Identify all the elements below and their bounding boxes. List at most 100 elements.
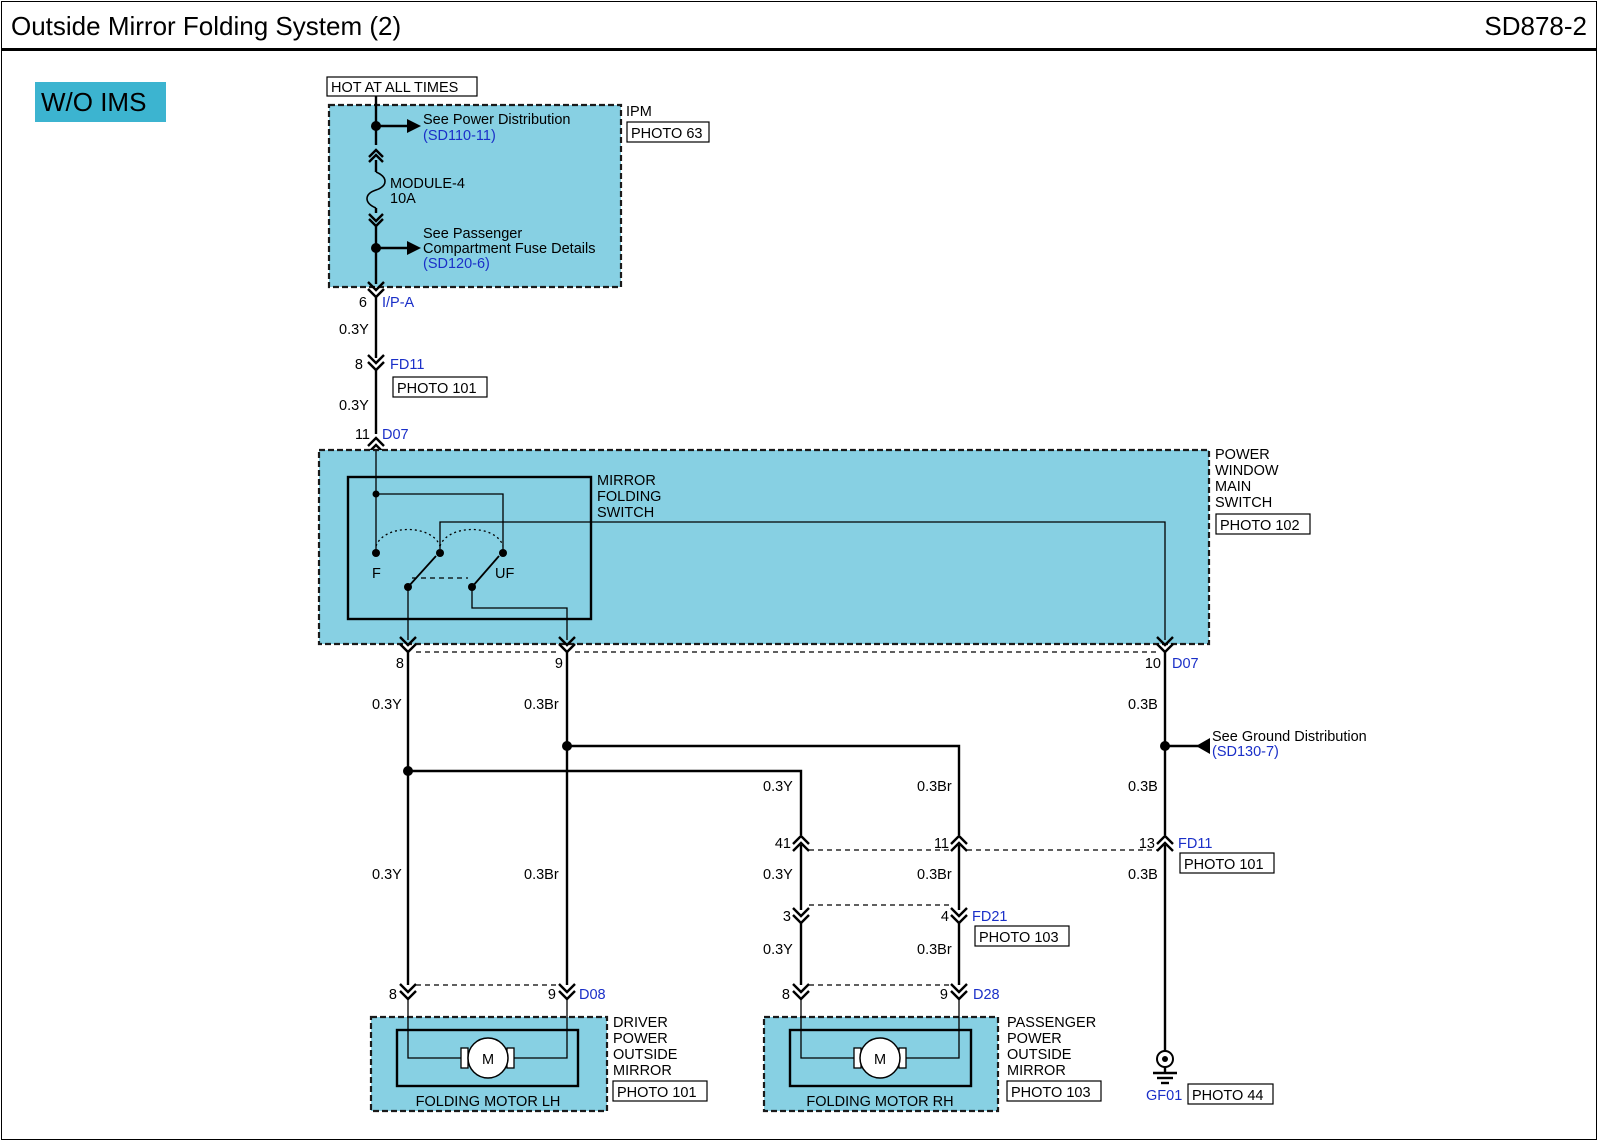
- driver-photo: PHOTO 101: [617, 1085, 697, 1101]
- wire-label-y-3: 0.3Y: [372, 697, 402, 713]
- switch-arc-right: [439, 528, 504, 547]
- folding-motor-lh-name: FOLDING MOTOR LH: [416, 1094, 561, 1110]
- wire-label-br-3: 0.3Br: [917, 779, 952, 795]
- d28-name: D28: [973, 987, 1000, 1003]
- power-window-main-switch-block: [317, 448, 1211, 646]
- motor-lh-lead-left: [407, 999, 461, 1059]
- switch-pos-f: F: [372, 566, 381, 582]
- power-dist-arrow-icon: [407, 119, 421, 133]
- pwm-label-2: WINDOW: [1215, 463, 1279, 479]
- see-ground-ref[interactable]: (SD130-7): [1212, 744, 1279, 760]
- fd11-top-name: FD11: [390, 357, 424, 373]
- switch-lever-left: [407, 555, 437, 588]
- d08-name: D08: [579, 987, 606, 1003]
- gf01-photo-box: [1187, 1083, 1274, 1105]
- switch-arc-left: [375, 528, 441, 547]
- folding-motor-lh-box: [395, 1028, 580, 1088]
- switch-pos-uf: UF: [495, 566, 514, 582]
- driver-photo-box: [612, 1080, 708, 1102]
- d08-pin9: 9: [548, 987, 556, 1003]
- pwm-label-1: POWER: [1215, 447, 1270, 463]
- fd21-pin3-connector-icon: [791, 906, 811, 925]
- diagram-code: SD878-2: [1484, 11, 1587, 41]
- gf01-photo: PHOTO 44: [1192, 1088, 1263, 1104]
- passenger-label-4: MIRROR: [1007, 1063, 1066, 1079]
- motor-rh-symbol: M: [874, 1052, 886, 1068]
- title-bar: Outside Mirror Folding System (2) SD878-…: [1, 1, 1597, 51]
- fd11-top-photo-box: [392, 376, 488, 398]
- fuse-icon: [366, 171, 386, 209]
- fd21-photo-box: [974, 925, 1070, 947]
- fd11-top-pin: 8: [355, 357, 363, 373]
- d28-pin9: 9: [940, 987, 948, 1003]
- wire-label-y-5: 0.3Y: [763, 779, 793, 795]
- mirror-switch-label-3: SWITCH: [597, 505, 654, 521]
- wire-label-b-3: 0.3B: [1128, 867, 1158, 883]
- d07-top-pin: 11: [355, 427, 370, 443]
- switch-out-9: [471, 587, 568, 640]
- wire-label-br-1: 0.3Br: [524, 697, 559, 713]
- mirror-switch-label-2: FOLDING: [597, 489, 661, 505]
- fd11-top-photo: PHOTO 101: [397, 381, 477, 397]
- fd11-pin13: 13: [1139, 836, 1155, 852]
- ipm-photo-box: [626, 121, 710, 143]
- mirror-folding-switch-box: [346, 475, 593, 621]
- switch-lever-right: [471, 555, 500, 588]
- variant-badge-bg: [35, 82, 166, 122]
- motor-lh-symbol: M: [482, 1052, 494, 1068]
- passenger-photo-box: [1006, 1080, 1102, 1102]
- d07-top-name: D07: [382, 427, 409, 443]
- switch-contact-f: [372, 549, 380, 557]
- switch-feed-uf: [376, 493, 504, 551]
- d08-pin9-connector-icon: [557, 982, 577, 1001]
- folding-motor-rh-name: FOLDING MOTOR RH: [806, 1094, 953, 1110]
- wire-label-y-7: 0.3Y: [763, 942, 793, 958]
- hot-label-box: [326, 76, 478, 97]
- d07-pin10: 10: [1145, 656, 1161, 672]
- ipa-pin: 6: [359, 295, 367, 311]
- driver-label-3: OUTSIDE: [613, 1047, 678, 1063]
- fd11-bottom-name: FD11: [1178, 836, 1212, 852]
- passenger-photo: PHOTO 103: [1011, 1085, 1091, 1101]
- ground-eyelet-center: [1162, 1056, 1168, 1062]
- fd21-pin4: 4: [941, 909, 949, 925]
- pwm-label-3: MAIN: [1215, 479, 1251, 495]
- d28-pin8-connector-icon: [791, 982, 811, 1001]
- pwm-label-4: SWITCH: [1215, 495, 1272, 511]
- diagram-title: Outside Mirror Folding System (2): [11, 11, 402, 41]
- wire-label-br-4: 0.3Br: [917, 867, 952, 883]
- see-ground-text: See Ground Distribution: [1212, 729, 1367, 745]
- motor-lh-brush-left: [460, 1047, 469, 1069]
- fd11-pin11: 11: [934, 836, 949, 852]
- ipm-photo: PHOTO 63: [631, 126, 702, 142]
- wire-y-to-passenger: [408, 769, 803, 835]
- wire-label-y-2: 0.3Y: [339, 398, 369, 414]
- variant-badge: W/O IMS: [41, 87, 146, 117]
- d08-pin8-connector-icon: [398, 982, 418, 1001]
- fd21-photo: PHOTO 103: [979, 930, 1059, 946]
- driver-label-4: MIRROR: [613, 1063, 672, 1079]
- motor-lh-lead-right: [514, 999, 568, 1059]
- wire-label-br-5: 0.3Br: [917, 942, 952, 958]
- driver-label-1: DRIVER: [613, 1015, 668, 1031]
- switch-contact-common: [436, 549, 444, 557]
- see-passenger-line1: See Passenger: [423, 226, 522, 242]
- fd21-pin3: 3: [783, 909, 791, 925]
- see-passenger-line2: Compartment Fuse Details: [423, 241, 595, 257]
- switch-common-to-d07-10: [439, 521, 1166, 640]
- wire-label-y-6: 0.3Y: [763, 867, 793, 883]
- fd11-bottom-photo-box: [1179, 852, 1275, 874]
- fd11-bottom-photo: PHOTO 101: [1184, 857, 1264, 873]
- see-passenger-ref[interactable]: (SD120-6): [423, 256, 490, 272]
- d07-bottom-name: D07: [1172, 656, 1199, 672]
- switch-contact-uf: [499, 549, 507, 557]
- see-power-text: See Power Distribution: [423, 112, 571, 128]
- wire-label-br-2: 0.3Br: [524, 867, 559, 883]
- fd21-pin4-connector-icon: [949, 906, 969, 925]
- ipm-label: IPM: [626, 104, 652, 120]
- motor-rh-icon: [859, 1037, 901, 1079]
- wire-br-to-passenger: [567, 744, 961, 835]
- pass-fuse-arrow-icon: [407, 241, 421, 255]
- see-power-ref[interactable]: (SD110-11): [423, 128, 496, 144]
